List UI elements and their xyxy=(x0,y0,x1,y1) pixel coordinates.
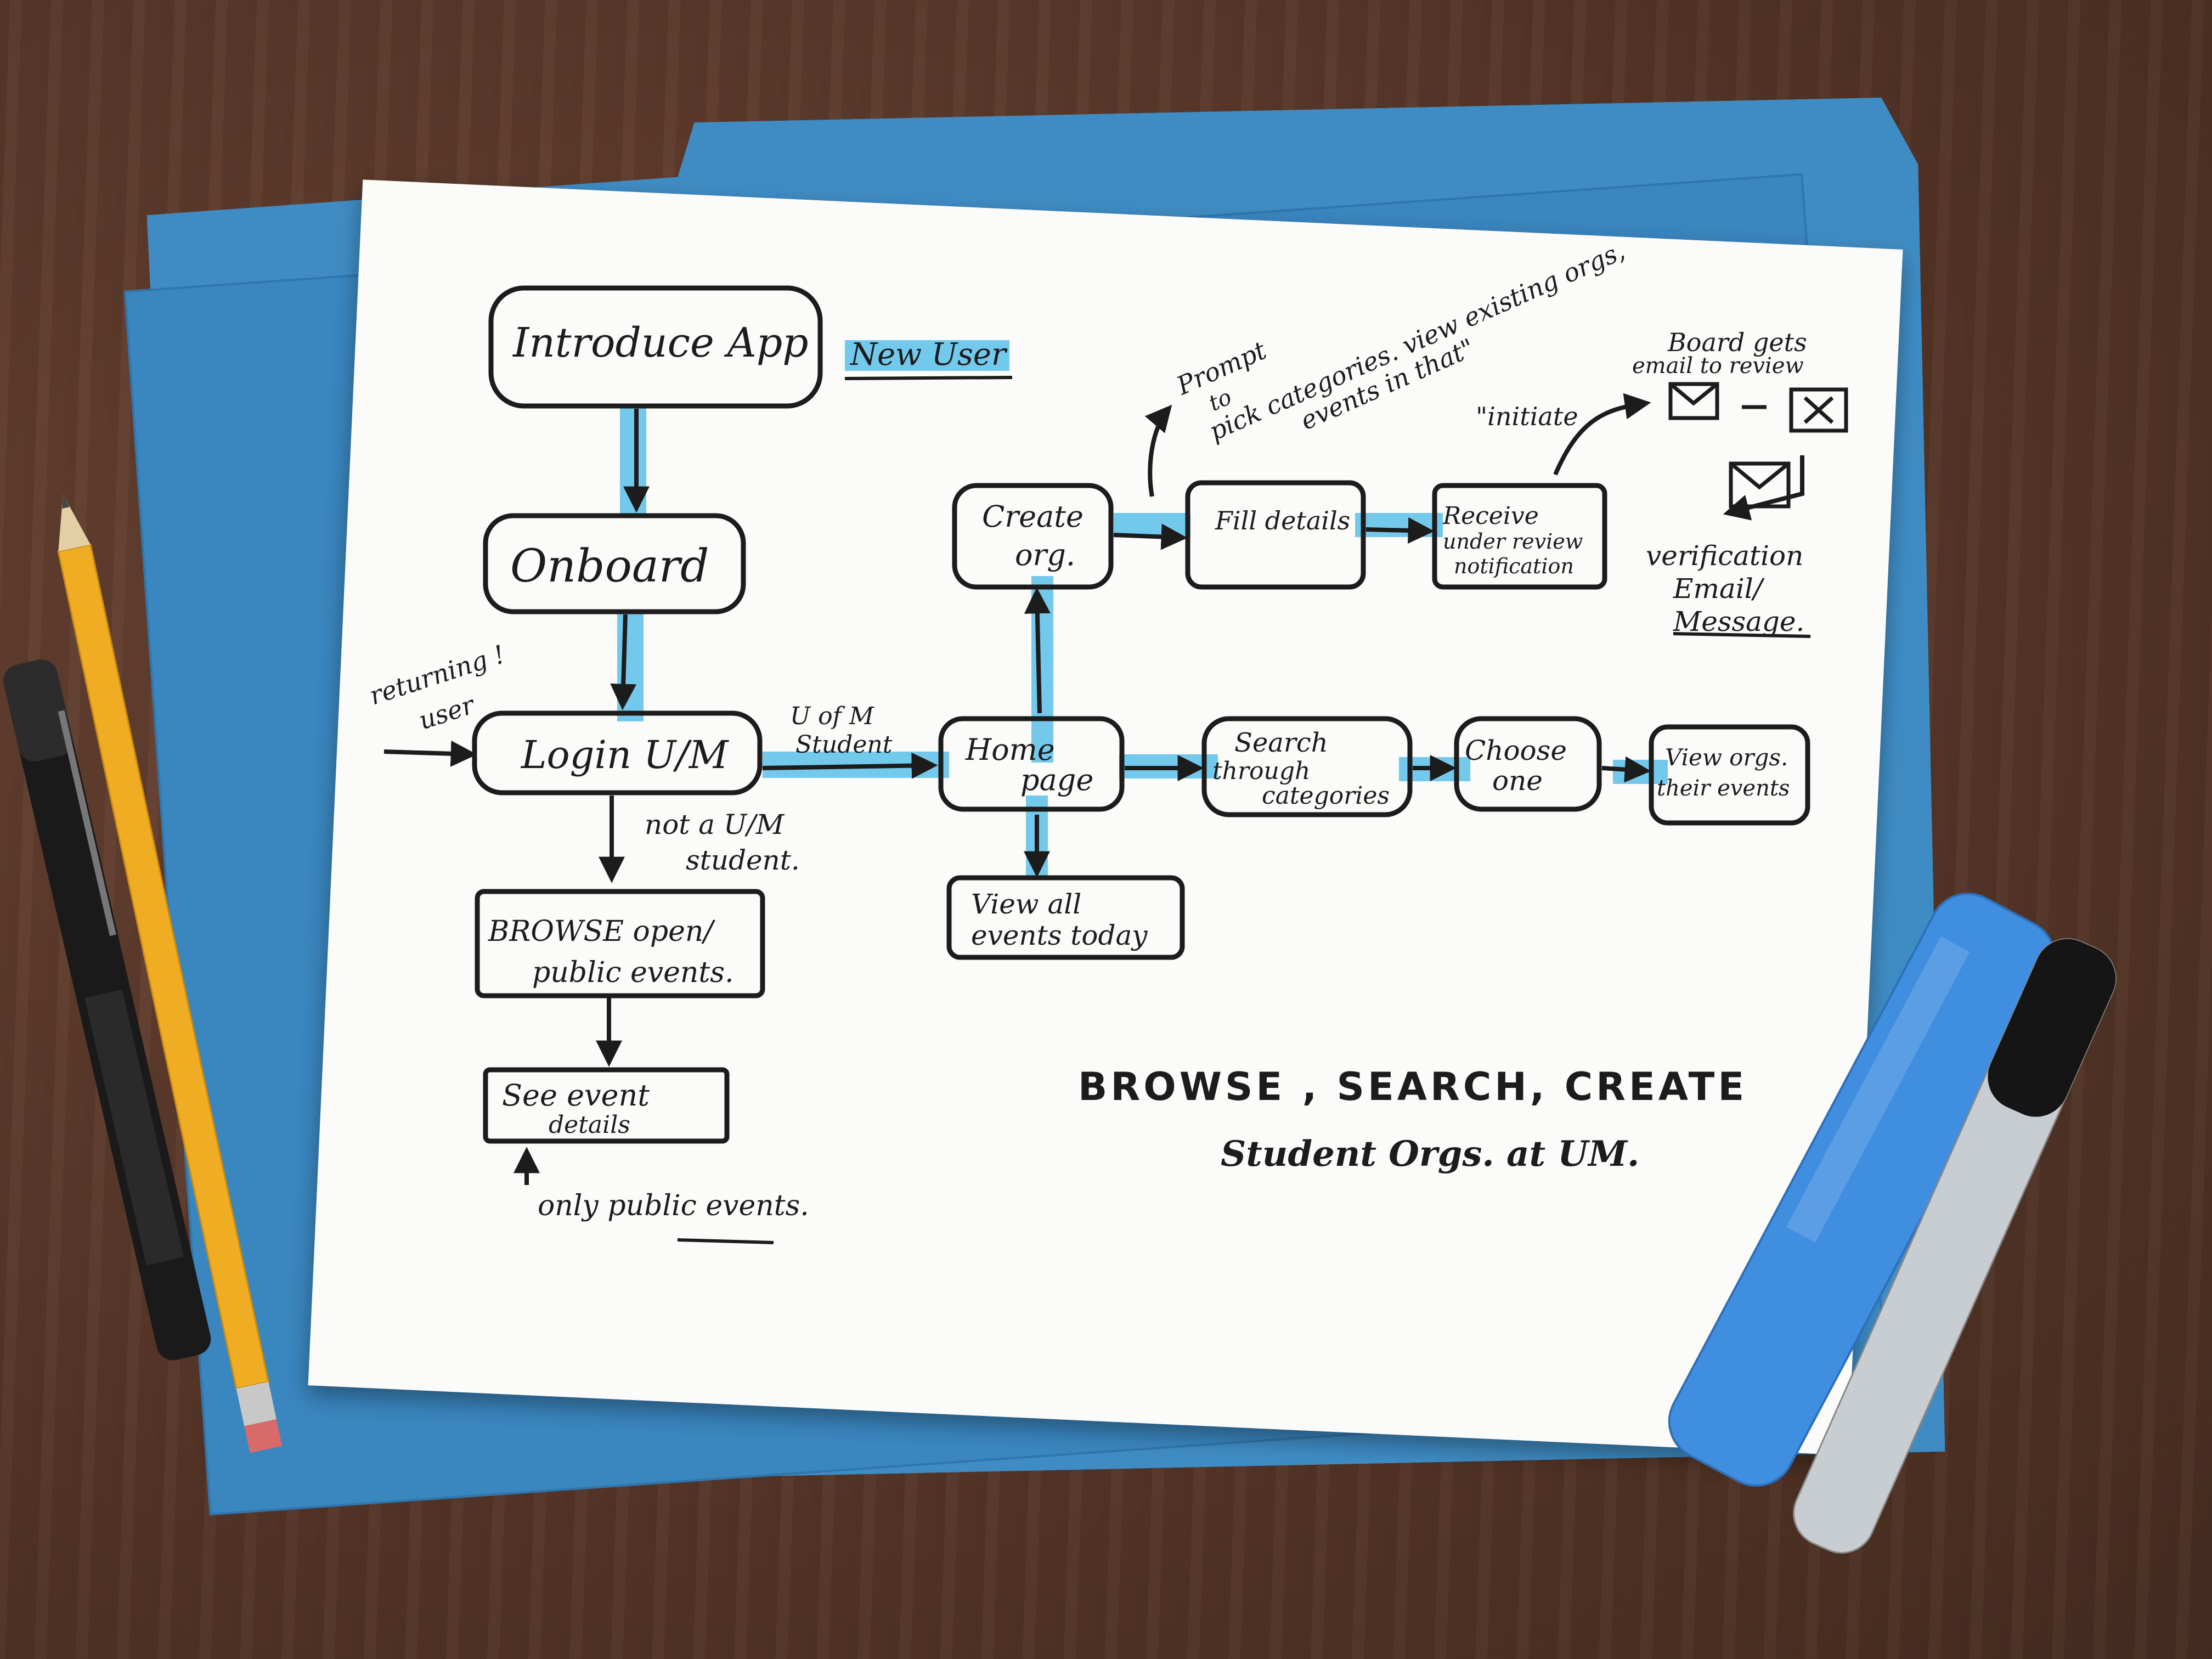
email-icon xyxy=(1668,382,1719,420)
new-user-label: New User xyxy=(849,337,1008,373)
receive-box xyxy=(1432,483,1607,590)
create-org-label-2: org. xyxy=(1015,538,1075,572)
choose-one-label-1: Choose xyxy=(1465,735,1567,766)
rejected-email-icon xyxy=(1789,387,1848,433)
onboard-box xyxy=(483,513,746,614)
see-event-box xyxy=(483,1067,730,1144)
home-page-box xyxy=(938,716,1125,812)
board-gets-label-2: email to review xyxy=(1632,353,1804,379)
introduce-app-box xyxy=(488,285,823,409)
receive-label-2: under review xyxy=(1443,529,1583,554)
not-um-label-2: student. xyxy=(686,844,800,876)
verification-label-2: Email/ xyxy=(1673,573,1765,605)
returning-label-2: user xyxy=(415,690,479,736)
search-label-3: categories xyxy=(1262,782,1390,810)
initiate-label: "initiate xyxy=(1476,402,1578,431)
verification-label-1: verification xyxy=(1646,540,1803,572)
flow-arrows xyxy=(383,393,1804,1185)
view-orgs-label-1: View orgs. xyxy=(1665,744,1788,771)
board-gets-label-1: Board gets xyxy=(1667,328,1807,357)
search-label-2: through xyxy=(1212,757,1310,785)
browse-label-1: BROWSE open/ xyxy=(488,915,715,948)
node-boxes xyxy=(472,285,1810,1144)
underlines xyxy=(677,376,1811,1244)
only-public-label: only public events. xyxy=(538,1189,809,1222)
search-label-1: Search xyxy=(1234,727,1328,758)
view-orgs-label-2: their events xyxy=(1657,776,1790,801)
title-line-1: BROWSE , SEARCH, CREATE xyxy=(1078,1064,1747,1109)
choose-one-box xyxy=(1454,716,1602,812)
receive-label-3: notification xyxy=(1454,554,1574,578)
envelope-icons xyxy=(1668,382,1848,509)
home-page-label-1: Home xyxy=(965,732,1055,767)
not-um-label-1: not a U/M xyxy=(645,809,785,840)
create-org-label-1: Create xyxy=(982,499,1084,534)
pencil xyxy=(57,494,283,1453)
receive-label-1: Receive xyxy=(1442,502,1539,530)
fill-details-label: Fill details xyxy=(1215,506,1350,535)
diagram-title: BROWSE , SEARCH, CREATE Student Orgs. at… xyxy=(1078,1064,1747,1175)
see-event-label-2: details xyxy=(549,1111,630,1139)
black-pen xyxy=(3,659,211,1361)
choose-one-label-2: one xyxy=(1492,765,1543,797)
view-all-box xyxy=(946,875,1185,960)
node-labels: Introduce App Onboard Login U/M BROWSE o… xyxy=(488,319,1790,1139)
fill-details-box xyxy=(1185,480,1366,590)
view-orgs-box xyxy=(1649,724,1810,826)
verification-label-3: Message. xyxy=(1673,606,1804,637)
home-page-label-2: page xyxy=(1020,763,1093,797)
u-of-m-label-1: U of M xyxy=(790,702,874,730)
view-all-label-1: View all xyxy=(971,888,1081,920)
onboard-label: Onboard xyxy=(510,540,709,592)
title-line-2: Student Orgs. at UM. xyxy=(1221,1133,1639,1175)
black-marker xyxy=(1793,938,2117,1554)
create-org-box xyxy=(952,483,1114,590)
introduce-app-label: Introduce App xyxy=(512,319,809,366)
view-all-label-2: events today xyxy=(971,919,1148,951)
login-label: Login U/M xyxy=(520,732,730,777)
browse-box xyxy=(475,889,765,998)
u-of-m-label-2: Student xyxy=(795,731,893,759)
see-event-label-1: See event xyxy=(502,1078,650,1113)
search-box xyxy=(1201,716,1413,817)
browse-label-2: public events. xyxy=(532,956,734,989)
